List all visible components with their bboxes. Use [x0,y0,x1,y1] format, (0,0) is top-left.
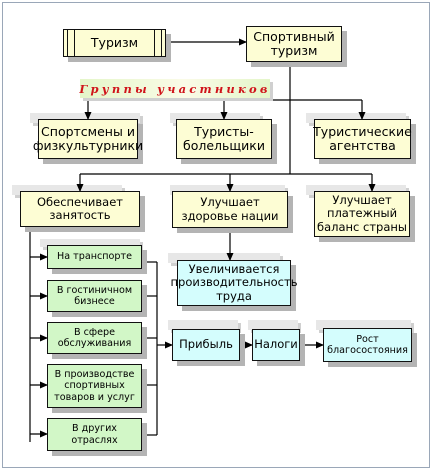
ghost-block [306,185,406,195]
node-effect-employment: Обеспечивает занятость [20,191,140,227]
node-sector-production-label: В производстве спортивных товаров и услу… [54,369,135,403]
node-sector-other-label: В других отраслях [71,423,118,446]
node-welfare-label: Рост благосостояния [327,333,408,356]
node-group-athletes: Спортсмены и физкультурники [33,119,143,159]
ghost-block [168,320,238,330]
node-tourism-left-bar [67,30,75,56]
node-taxes-label: Налоги [254,337,298,352]
node-tourism: Туризм [63,29,166,57]
node-sport-tourism: Спортивный туризм [246,26,342,62]
node-tourism-label: Туризм [90,34,139,50]
ghost-block [170,113,260,123]
ghost-block [306,113,406,123]
node-group-agencies-label: Туристические агентства [313,123,412,153]
node-effect-balance-label: Улучшает платежный баланс страны [316,193,407,234]
node-productivity: Увеличивается производительность труда [171,260,297,306]
node-effect-employment-label: Обеспечивает занятость [36,194,123,222]
node-group-fans: Туристы-болельщики [176,119,272,159]
ghost-block [316,320,411,330]
node-group-athletes-label: Спортсмены и физкультурники [32,123,144,153]
node-welfare: Рост благосостояния [323,328,412,362]
node-group-fans-label: Туристы-болельщики [183,123,265,153]
node-sector-service-label: В сфере обслуживания [57,326,132,349]
node-effect-balance: Улучшает платежный баланс страны [314,191,410,237]
ghost-block [168,253,280,263]
node-effect-health: Улучшает здоровье нации [172,191,288,228]
node-productivity-label: Увеличивается производительность труда [170,262,298,303]
ghost-block [248,320,298,330]
node-taxes: Налоги [252,329,300,361]
node-profit-label: Прибыль [179,337,233,352]
ghost-block [12,185,122,195]
participants-title: Группы участников [79,81,271,96]
node-sector-hotel-label: В гостиничном бизнесе [56,284,133,307]
node-sport-tourism-label: Спортивный туризм [253,28,335,58]
node-profit: Прибыль [172,329,240,361]
node-sector-other: В других отраслях [47,418,142,451]
node-sector-service: В сфере обслуживания [47,322,142,354]
node-sector-transport: На транспорте [47,245,142,269]
node-group-agencies: Туристические агентства [313,119,412,159]
node-sector-transport-label: На транспорте [57,251,132,263]
participants-banner: Группы участников [79,79,271,98]
ghost-block [40,239,140,247]
node-sector-production: В производстве спортивных товаров и услу… [47,364,142,408]
node-effect-health-label: Улучшает здоровье нации [181,195,279,223]
node-sector-hotel: В гостиничном бизнесе [47,280,142,312]
node-tourism-right-bar [154,30,162,56]
